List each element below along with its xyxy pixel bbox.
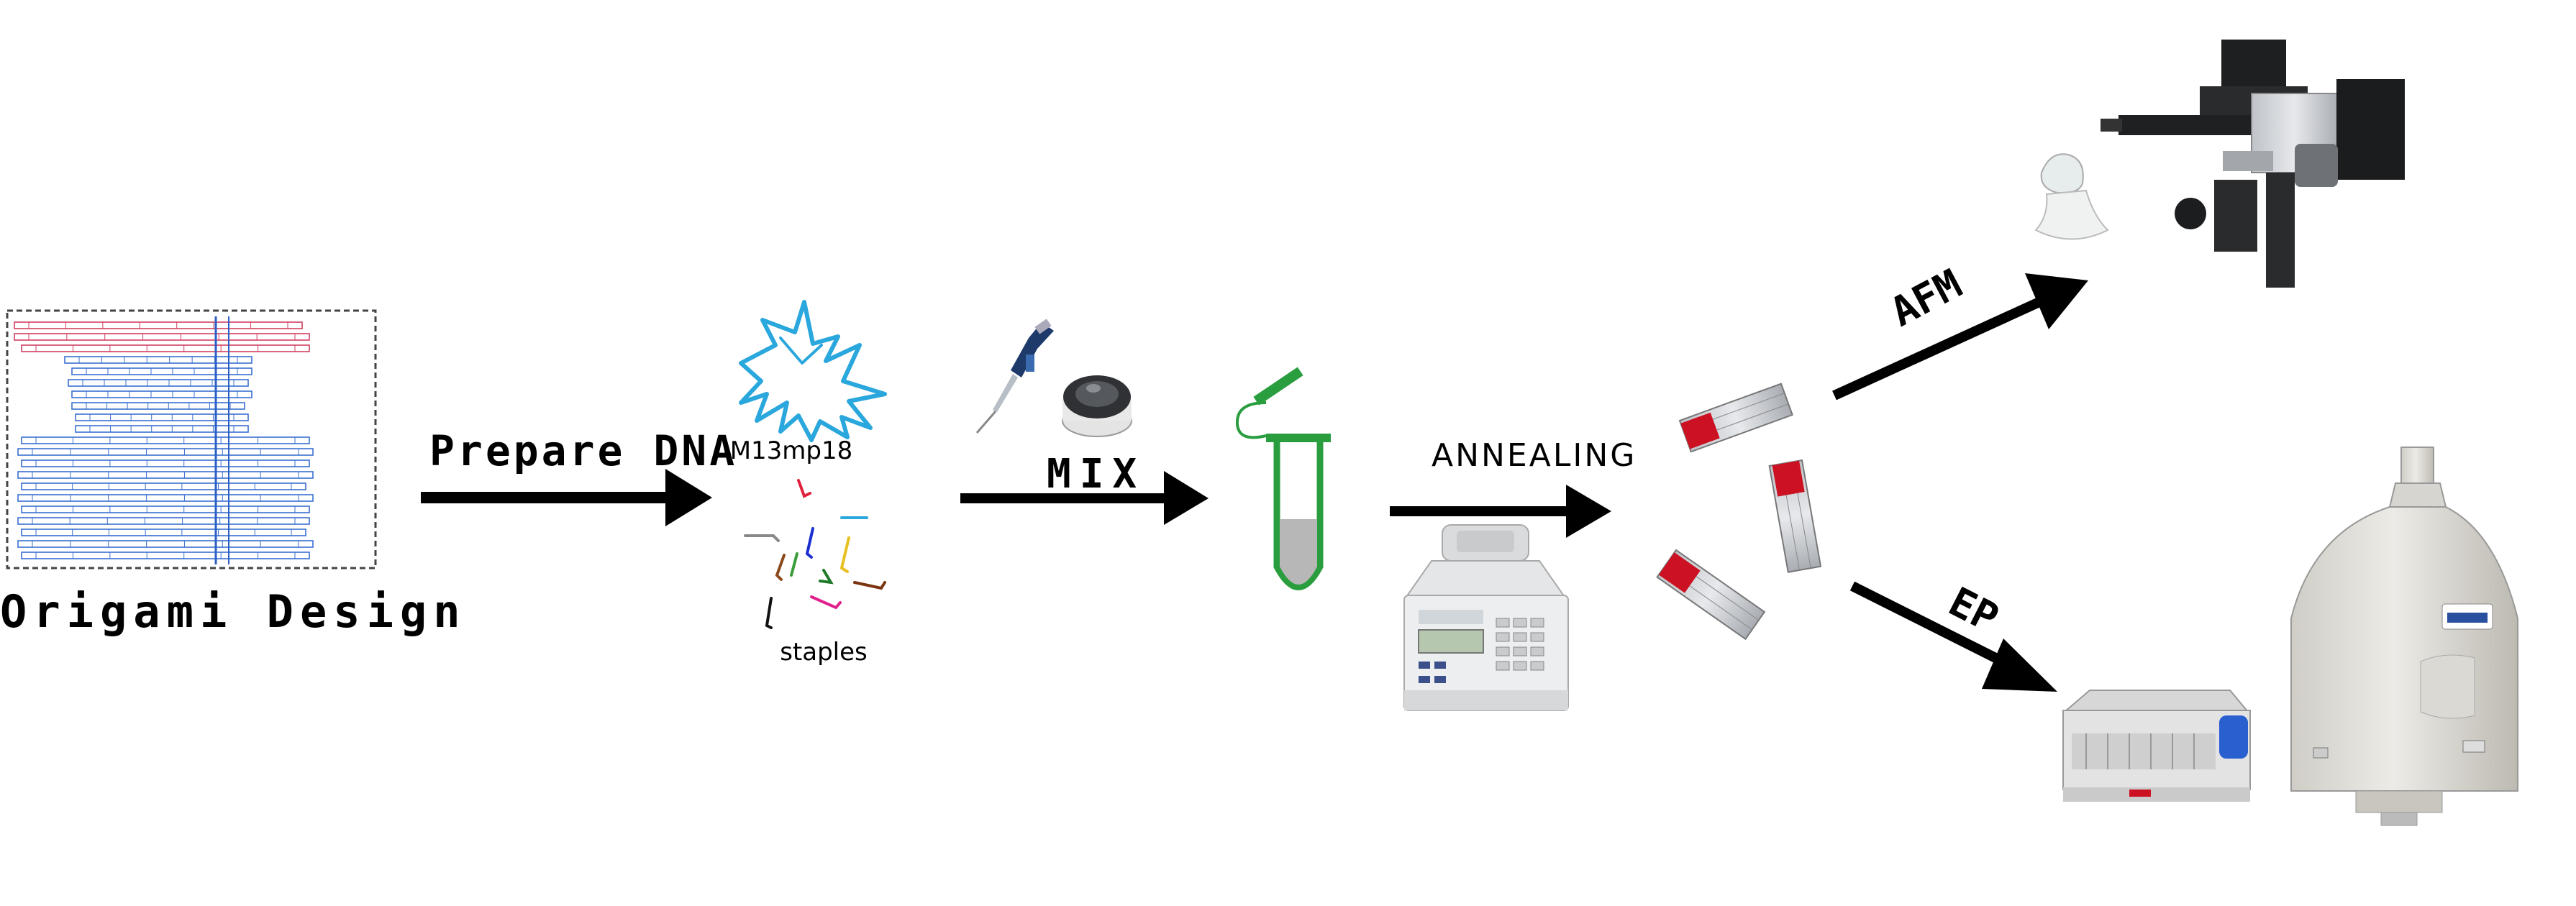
design-helix-row [75,425,249,433]
origami-design-label: Origami Design [0,585,467,638]
design-helix-row [71,402,245,410]
design-helix-row [64,356,252,364]
design-helix-row [21,482,306,490]
gel-electrophoresis-tank-icon [2062,690,2251,802]
scaffold-strand-icon [739,300,887,442]
design-helix-row [17,494,314,502]
design-helix-row [68,379,249,387]
origami-design-schematic-icon [6,309,377,569]
design-helix-row [21,505,310,513]
pipette-icon [975,319,1054,434]
design-helix-row [21,528,306,536]
arrow-mix [960,471,1209,525]
design-helix-row [17,540,314,548]
arrow-annealing [1390,485,1611,538]
design-helix-row [21,459,310,467]
thermal-cycler-icon [1403,524,1569,711]
design-helix-row [21,344,310,352]
prepare-dna-label: Prepare DNA [429,426,737,475]
design-helix-row [14,321,303,329]
design-helix-row [21,436,310,444]
annealing-label: ANNEALING [1432,437,1637,474]
scaffold-label: M13mp18 [730,436,853,465]
design-helix-row [71,390,252,398]
atomic-force-microscope-icon [2034,40,2405,288]
arrow-ep [1849,581,2057,692]
afm-label: AFM [1883,260,1970,336]
design-helix-row [17,517,310,525]
gel-imager-icon [2290,447,2518,826]
design-helix-row [75,413,249,421]
dna-origami-structure [1768,459,1822,573]
design-helix-row [17,471,314,479]
mix-label: MIX [1047,451,1145,498]
staple-strands-icon [744,479,886,629]
design-helix-row [21,552,310,559]
mini-centrifuge-icon [1062,375,1132,437]
design-helix-rows [14,321,314,559]
dna-origami-structure [1678,383,1793,453]
staples-label: staples [780,638,868,667]
dna-origami-structure [1656,549,1766,641]
design-helix-row [71,367,252,375]
microtube-icon [1235,367,1331,590]
design-helix-row [17,448,314,456]
design-helix-row [14,333,310,341]
arrow-prepare-dna [421,469,712,526]
arrow-afm [1832,273,2088,401]
